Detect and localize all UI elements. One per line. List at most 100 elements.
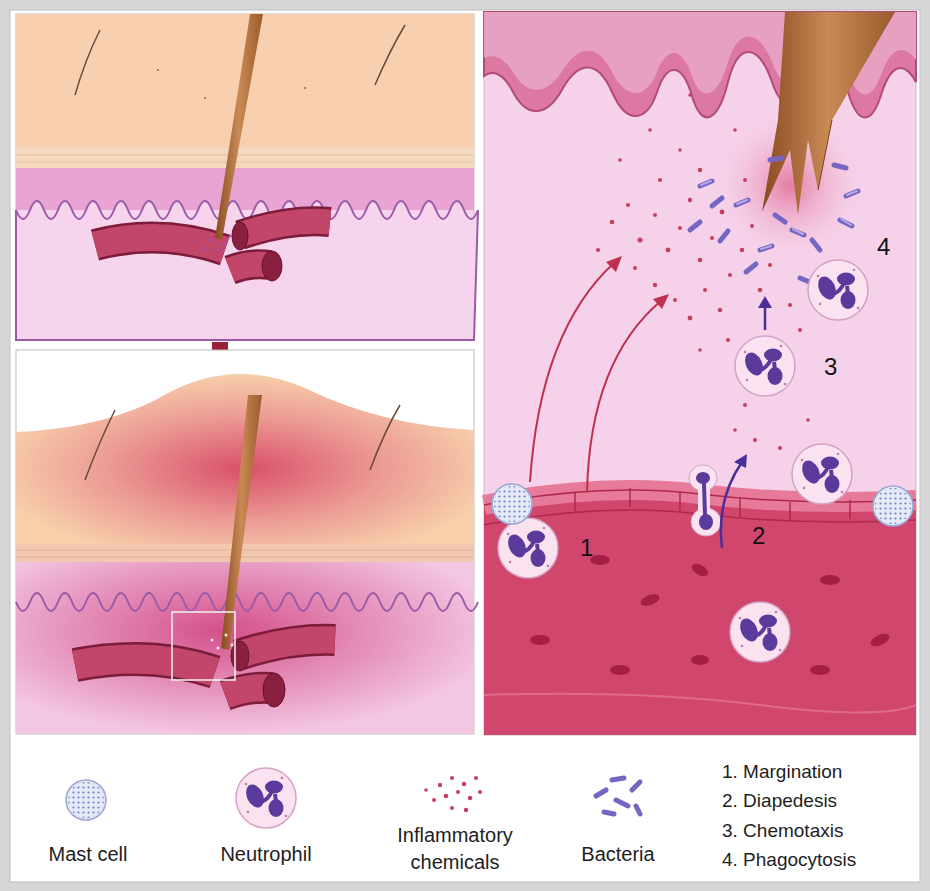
legend-samples [468, 796, 472, 800]
skin-panel-before [16, 155, 474, 156]
inflammatory-chemicals [698, 348, 702, 352]
legend-samples [636, 806, 640, 814]
legend-samples [432, 798, 436, 802]
skin-panel-swollen [370, 405, 400, 470]
inflammatory-chemicals [710, 236, 714, 240]
blood-vessel [484, 488, 916, 735]
bacteria-highlight [701, 181, 711, 185]
arrowheads [606, 256, 622, 272]
inflammatory-chemicals [596, 93, 810, 450]
blood-vessel [530, 635, 550, 645]
inflammatory-chemicals [698, 258, 703, 263]
legend-samples [474, 776, 478, 780]
inflammatory-chemicals [633, 266, 637, 270]
magnified-tissue [762, 12, 895, 215]
legend-samples [596, 778, 640, 814]
inflammatory-chemicals [718, 308, 722, 312]
inflammatory-chemicals [618, 158, 622, 162]
bacteria [720, 231, 728, 241]
inflammatory-chemicals [638, 238, 643, 243]
inflammatory-chemicals [703, 288, 707, 292]
arrowheads [653, 294, 669, 309]
bacteria [760, 246, 772, 250]
blood-vessel [739, 498, 741, 517]
skin-panel-swollen [263, 673, 285, 707]
bacteria [712, 198, 722, 206]
legend-samples [424, 776, 482, 812]
blood-vessel [574, 492, 576, 511]
skin-panel-swollen [16, 550, 474, 551]
skin-panel-before [240, 221, 330, 235]
skin-panel-before [16, 162, 474, 163]
blood-vessel [869, 631, 891, 649]
bacteria [775, 215, 785, 222]
chemical-arrows [587, 300, 662, 492]
bacteria [746, 264, 756, 272]
diapedesis-cell [699, 514, 713, 530]
migration-arrows [721, 462, 742, 548]
legend-text: Inflammatory chemicals [380, 822, 530, 876]
bacteria-highlight [847, 191, 857, 195]
inflammatory-chemicals [678, 226, 682, 230]
legend-samples [632, 782, 640, 790]
magnified-tissue [484, 12, 916, 735]
skin-panel-before [304, 87, 306, 89]
callout-number: 1 [580, 534, 593, 563]
mast-cells [492, 484, 532, 524]
legend-samples [462, 782, 467, 787]
skin-panel-before [217, 249, 220, 252]
neutrophils [498, 260, 868, 662]
blood-vessel [484, 694, 916, 713]
inflammatory-chemicals [666, 248, 671, 253]
migration-arrowheads [758, 296, 772, 308]
step-name: 1. Margination [722, 761, 842, 784]
blood-vessel [639, 592, 661, 608]
bacteria [770, 158, 782, 160]
skin-panel-swollen [16, 562, 474, 734]
inflammatory-chemicals [658, 178, 662, 182]
neutrophils [735, 336, 795, 396]
legend-samples [464, 808, 468, 812]
legend-samples [450, 776, 454, 780]
inflammatory-chemicals [678, 148, 682, 152]
legend-samples [596, 790, 606, 796]
bacteria-highlight [841, 219, 851, 225]
diapedesis-cell [689, 465, 721, 536]
inflammatory-chemicals [788, 303, 792, 307]
skin-panel-swollen [172, 612, 235, 680]
inflammatory-chemicals [753, 438, 757, 442]
legend-text: Neutrophil [220, 842, 311, 866]
callout-number: 2 [752, 522, 765, 551]
skin-panel-before [209, 239, 212, 242]
step-name: 2. Diapedesis [722, 790, 837, 813]
legend-samples [450, 806, 454, 810]
skin-panel-before [75, 30, 100, 95]
inflammatory-chemicals [688, 316, 693, 321]
skin-panel-before [215, 14, 263, 240]
inflammatory-chemicals [688, 198, 692, 202]
blood-vessel [691, 655, 709, 665]
step-name: 4. Phagocytosis [722, 849, 856, 872]
legend-samples [604, 812, 614, 814]
step-name: 3. Chemotaxis [722, 820, 843, 843]
skin-panel-swollen [16, 593, 478, 611]
diapedesis-cell [704, 483, 705, 515]
migration-arrows [764, 305, 767, 330]
skin-panel-before [95, 238, 225, 250]
blood-vessel [679, 492, 681, 511]
skin-panel-before [232, 222, 248, 250]
bacteria-highlight [761, 246, 771, 249]
blood-vessel [610, 665, 630, 675]
migration-arrows [721, 305, 765, 548]
skin-panel-before [16, 201, 478, 340]
bacteria-highlight [793, 229, 803, 234]
inflammatory-chemicals [740, 248, 745, 253]
blood-vessel [810, 665, 830, 675]
skin-panel-before [16, 14, 478, 340]
inner-ground [10, 10, 920, 882]
legend-samples [66, 780, 106, 820]
skin-panel-swollen [225, 634, 228, 637]
skin-panel-before [157, 69, 159, 71]
bacteria [846, 191, 858, 196]
